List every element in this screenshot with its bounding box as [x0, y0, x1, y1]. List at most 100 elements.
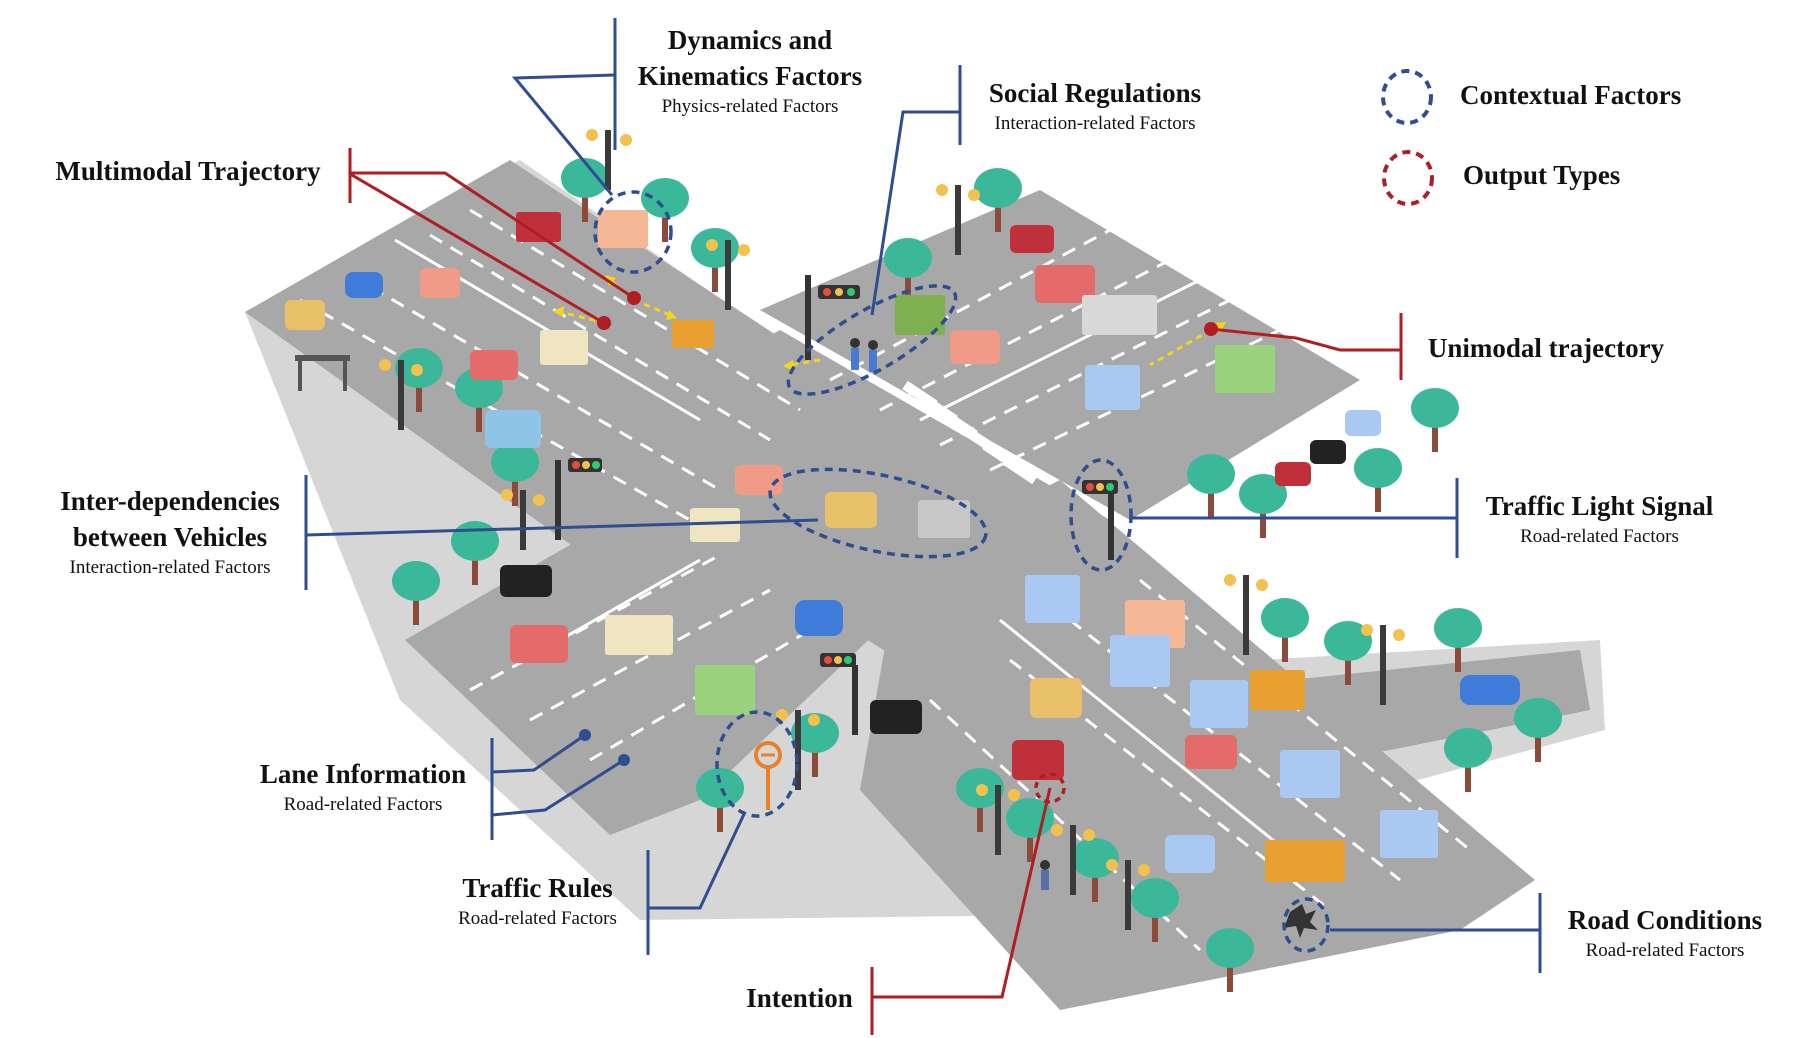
car-icon — [795, 600, 843, 636]
truck-icon — [1110, 635, 1170, 687]
lamp-icon — [936, 184, 980, 255]
car-icon — [285, 300, 325, 330]
traffic-rules-circle — [715, 710, 799, 818]
truck-icon — [1265, 840, 1345, 882]
tree-icon — [884, 238, 932, 302]
dynamics-circle — [593, 190, 673, 274]
tree-icon — [1434, 608, 1482, 672]
social-circle — [786, 284, 958, 396]
lamp-icon — [501, 489, 545, 550]
tree-icon — [1187, 454, 1235, 518]
truck-icon — [672, 320, 714, 348]
truck-icon — [1215, 345, 1275, 393]
tree-icon — [1444, 728, 1492, 792]
lamp-icon — [379, 359, 423, 430]
car-icon — [1275, 462, 1311, 486]
truck-icon — [1025, 575, 1080, 623]
truck-icon — [1380, 810, 1438, 858]
label-multimodal: Multimodal Trajectory — [28, 153, 348, 189]
tree-icon — [561, 158, 609, 222]
car-icon — [825, 492, 877, 528]
tree-icon — [1261, 598, 1309, 662]
crosswalk — [902, 380, 1038, 485]
no-entry-sign-icon — [754, 741, 782, 810]
pothole-icon — [1284, 904, 1318, 938]
label-rules-title: Traffic Rules — [462, 873, 613, 903]
intention-circle — [1034, 772, 1066, 804]
tree-icon — [392, 561, 440, 625]
social-path — [789, 358, 821, 367]
traffic-lights — [555, 275, 1118, 735]
label-dynamics-title-2: Kinematics Factors — [637, 61, 863, 91]
label-social: Social Regulations Interaction-related F… — [965, 75, 1225, 137]
pedestrian-icon — [1040, 860, 1050, 890]
car-icon — [1310, 440, 1346, 464]
vehicles — [285, 210, 1520, 882]
lamp-icon — [706, 239, 750, 310]
tree-icon — [1206, 928, 1254, 992]
label-rules-sub: Road-related Factors — [458, 908, 617, 929]
truck-icon — [1190, 680, 1248, 728]
lamp-icon — [586, 129, 632, 190]
connector-lines-red — [348, 148, 1403, 1035]
label-rules: Traffic Rules Road-related Factors — [430, 870, 645, 932]
tree-icon — [1514, 698, 1562, 762]
traffic-light-icon — [820, 653, 858, 735]
car-icon — [735, 465, 783, 495]
car-icon — [1012, 740, 1064, 780]
label-lane-title: Lane Information — [259, 759, 467, 789]
car-icon — [1460, 675, 1520, 705]
legend-output-label: Output Types — [1463, 160, 1621, 190]
truck-icon — [1085, 365, 1140, 410]
car-icon — [345, 272, 383, 298]
truck-icon — [1250, 670, 1305, 710]
contextual-highlights — [593, 190, 1330, 953]
trajectory-arrowheads — [553, 275, 1226, 371]
car-icon — [500, 565, 552, 597]
label-road-sub: Road-related Factors — [1585, 940, 1745, 961]
truck-icon — [598, 210, 648, 248]
legend-swatches — [1381, 69, 1434, 206]
label-traffic-light-sub: Road-related Factors — [1520, 526, 1679, 547]
interdep-circle — [768, 467, 988, 559]
car-icon — [1185, 735, 1237, 769]
car-icon — [1345, 410, 1381, 436]
car-icon — [1030, 678, 1082, 718]
traffic-light-icon — [555, 458, 602, 540]
multimodal-path-a — [559, 310, 607, 325]
tree-icon — [1131, 878, 1179, 942]
label-dynamics: Dynamics and Kinematics Factors Physics-… — [620, 22, 880, 120]
unimodal-path — [1149, 328, 1212, 367]
car-icon — [950, 330, 1000, 364]
truck-icon — [605, 615, 673, 655]
truck-icon — [1280, 750, 1340, 798]
label-social-sub: Interaction-related Factors — [994, 113, 1196, 134]
label-social-title: Social Regulations — [988, 78, 1202, 108]
truck-icon — [516, 212, 561, 242]
lamp-icon — [1106, 859, 1150, 930]
car-icon — [1010, 225, 1054, 253]
traffic-light-icon — [805, 275, 860, 360]
lamp-icon — [1224, 574, 1268, 655]
lamp-icon — [1361, 624, 1405, 705]
tree-icon — [1411, 388, 1459, 452]
label-interdep-title-2: between Vehicles — [72, 522, 268, 552]
truck-icon — [540, 330, 588, 365]
label-lane: Lane Information Road-related Factors — [238, 756, 488, 818]
label-intention: Intention — [732, 980, 867, 1016]
car-icon — [420, 268, 460, 298]
label-unimodal: Unimodal trajectory — [1406, 330, 1686, 366]
tree-icon — [691, 228, 739, 292]
traffic-light-circle — [1069, 458, 1133, 572]
connector-endpoints-blue — [579, 729, 630, 766]
label-multimodal-title: Multimodal Trajectory — [55, 156, 321, 186]
truck-icon — [1082, 295, 1157, 335]
label-dynamics-sub: Physics-related Factors — [661, 96, 839, 117]
lamp-icon — [976, 784, 1020, 855]
car-icon — [510, 625, 568, 663]
label-road-title: Road Conditions — [1567, 905, 1763, 935]
label-unimodal-title: Unimodal trajectory — [1427, 333, 1665, 363]
lamp-icon — [776, 709, 820, 790]
truck-icon — [695, 665, 755, 715]
